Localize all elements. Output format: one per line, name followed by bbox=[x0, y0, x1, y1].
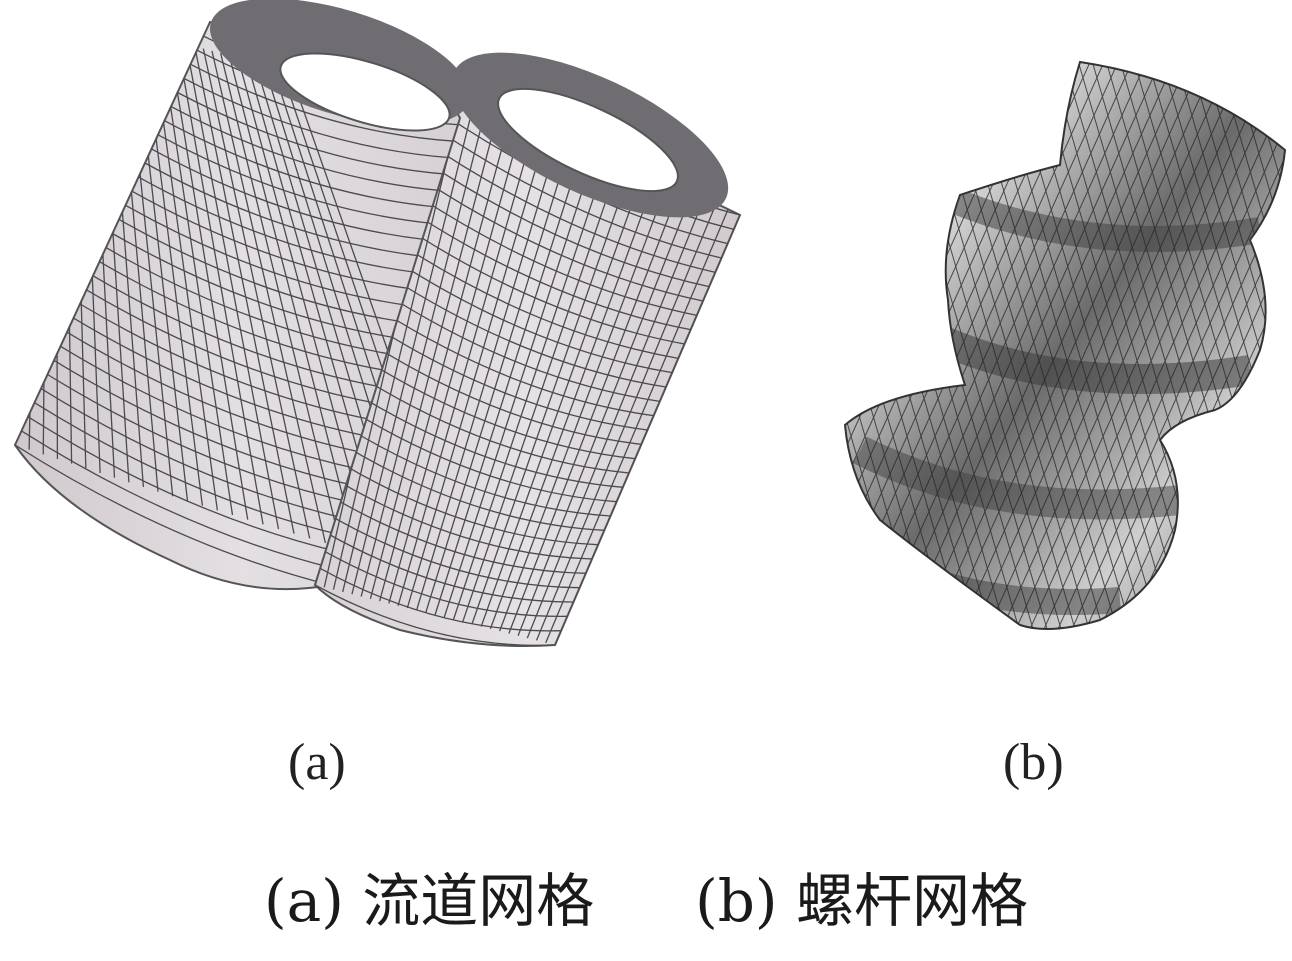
caption-b-label: (b) bbox=[695, 867, 778, 935]
flow-channel-mesh bbox=[13, 0, 742, 647]
caption-a-label: (a) bbox=[263, 867, 344, 935]
panel-a-label: (a) bbox=[288, 734, 346, 791]
figure-caption: (a) 流道网格 (b) 螺杆网格 bbox=[0, 872, 1292, 930]
caption-b-text: 螺杆网格 bbox=[795, 867, 1028, 935]
panel-b-label: (b) bbox=[1003, 734, 1064, 791]
caption-a-text: 流道网格 bbox=[362, 867, 595, 935]
right-end-face bbox=[451, 52, 729, 218]
left-end-face bbox=[210, 0, 470, 132]
